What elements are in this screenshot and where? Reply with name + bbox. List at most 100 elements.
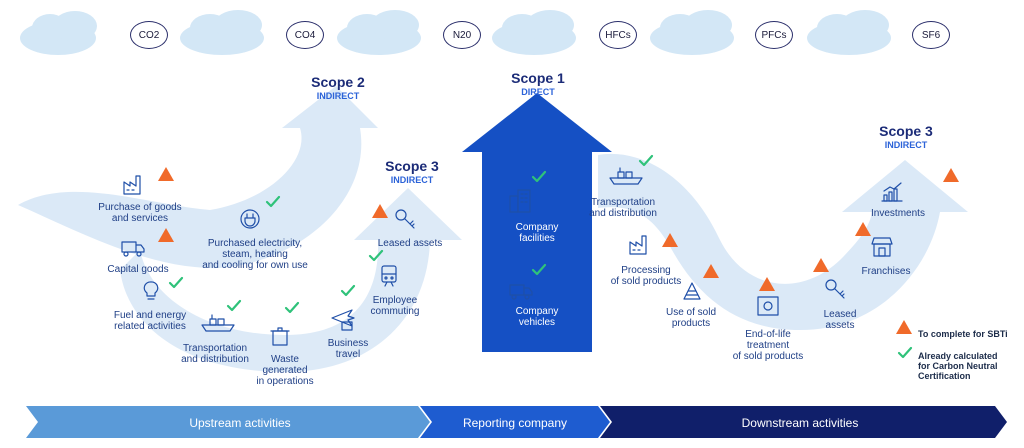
scope1-direct-arrow <box>462 93 612 352</box>
processing-factory-icon <box>629 235 647 255</box>
scope3-upstream-subtitle: INDIRECT <box>390 175 434 185</box>
lightbulb-icon <box>143 281 159 300</box>
check-vehicles <box>531 263 547 276</box>
scope3-downstream-subtitle: INDIRECT <box>884 140 928 150</box>
legend-to-complete: To complete for SBTi <box>918 329 1008 339</box>
scope2-title: Scope 2 <box>311 74 365 90</box>
vehicle-icon <box>509 284 533 300</box>
legend-line: Already calculated <box>918 351 998 361</box>
label-company-vehicles: Company vehicles <box>487 306 587 328</box>
label-line: products <box>671 318 711 329</box>
label-line: Capital goods <box>107 264 169 275</box>
legend-calculated: Already calculated for Carbon Neutral Ce… <box>918 351 998 381</box>
label-line: Processing <box>621 265 671 276</box>
label-line: steam, heating <box>222 249 288 260</box>
label-line: Fuel and energy <box>113 310 187 321</box>
gas-hfcs: HFCs <box>599 21 637 49</box>
calculated-checks <box>168 154 913 359</box>
upstream-activities-label: Upstream activities <box>189 416 291 430</box>
gas-co2: CO2 <box>130 21 168 49</box>
label-line: Waste <box>271 354 299 365</box>
label-line: Purchase of goods <box>98 202 182 213</box>
downstream-bar <box>600 406 1007 438</box>
triangle-purchase-goods <box>158 167 174 181</box>
factory-icon <box>123 175 141 195</box>
label-processing: Processing of sold products <box>596 265 696 287</box>
label-line: and distribution <box>181 354 249 365</box>
label-line: Purchased electricity, <box>207 238 303 249</box>
label-line: facilities <box>519 233 555 244</box>
label-line: Company <box>515 306 559 317</box>
legend-check <box>897 346 913 359</box>
label-capital-goods: Capital goods <box>88 264 188 275</box>
legend-line: Certification <box>918 371 971 381</box>
truck-icon <box>121 241 145 257</box>
upstream-bar <box>26 406 430 438</box>
check-employee-commuting <box>368 249 384 262</box>
check-fuel-energy <box>168 276 184 289</box>
ship-icon <box>201 314 235 332</box>
train-icon <box>381 265 397 287</box>
label-line: Franchises <box>861 266 911 277</box>
cloud-3 <box>337 10 421 55</box>
label-leased-assets-up: Leased assets <box>360 238 460 249</box>
plane-icon <box>331 309 355 331</box>
building-icon <box>509 189 531 213</box>
reporting-company-label: Reporting company <box>462 416 568 430</box>
label-line: Company <box>515 222 559 233</box>
triangle-franchises <box>855 222 871 236</box>
reporting-bar <box>420 406 610 438</box>
scope2-curved-arrow <box>18 86 378 269</box>
label-line: commuting <box>370 306 420 317</box>
growth-chart-icon <box>881 182 903 202</box>
label-line: of sold products <box>610 276 682 287</box>
label-line: Leased assets <box>377 238 443 249</box>
shop-icon <box>871 237 893 257</box>
label-line: and distribution <box>589 208 657 219</box>
label-line: Employee <box>372 295 418 306</box>
legend-triangle <box>896 320 912 334</box>
cloud-6 <box>807 10 891 55</box>
label-line: generated <box>262 365 308 376</box>
triangle-use-sold <box>703 264 719 278</box>
plug-icon <box>240 209 260 229</box>
downstream-activities-label: Downstream activities <box>741 416 859 430</box>
check-business-travel <box>340 284 356 297</box>
label-transport-up: Transportation and distribution <box>160 343 270 365</box>
label-fuel-energy: Fuel and energy related activities <box>90 310 210 332</box>
cloud-4 <box>492 10 576 55</box>
label-line: Investments <box>871 208 925 219</box>
label-line: related activities <box>114 321 186 332</box>
cloud-5 <box>650 10 734 55</box>
label-line: Leased <box>823 309 857 320</box>
label-employee-commuting: Employee commuting <box>355 295 435 317</box>
ship-down-icon <box>609 167 643 185</box>
label-line: Transportation <box>182 343 248 354</box>
label-waste: Waste generated in operations <box>240 354 330 387</box>
scope3-downstream-arrow <box>598 153 968 330</box>
label-use-sold: Use of sold products <box>656 307 726 329</box>
scope3-upstream-title: Scope 3 <box>385 158 439 174</box>
triangle-end-of-life <box>759 277 775 291</box>
label-line: vehicles <box>518 317 556 328</box>
label-transport-down: Transportation and distribution <box>568 197 678 219</box>
cloud-2 <box>180 10 264 55</box>
product-stack-icon <box>683 282 701 300</box>
scope1-subtitle: DIRECT <box>521 87 555 97</box>
check-transport-down <box>638 154 654 167</box>
scope2-subtitle: INDIRECT <box>316 91 360 101</box>
check-facilities <box>531 170 547 183</box>
sbti-triangles <box>158 167 959 334</box>
triangle-capital-goods <box>158 228 174 242</box>
check-transport-up <box>226 299 242 312</box>
label-purchased-electricity: Purchased electricity, steam, heating an… <box>190 238 320 271</box>
label-franchises: Franchises <box>846 266 926 277</box>
triangle-leased-assets-down <box>813 258 829 272</box>
label-end-of-life: End-of-life treatment of sold products <box>718 329 818 362</box>
check-purchased-electricity <box>265 195 281 208</box>
label-purchase-goods: Purchase of goods and services <box>80 202 200 224</box>
label-line: in operations <box>256 376 314 387</box>
recycle-icon <box>757 296 779 316</box>
label-investments: Investments <box>858 208 938 219</box>
